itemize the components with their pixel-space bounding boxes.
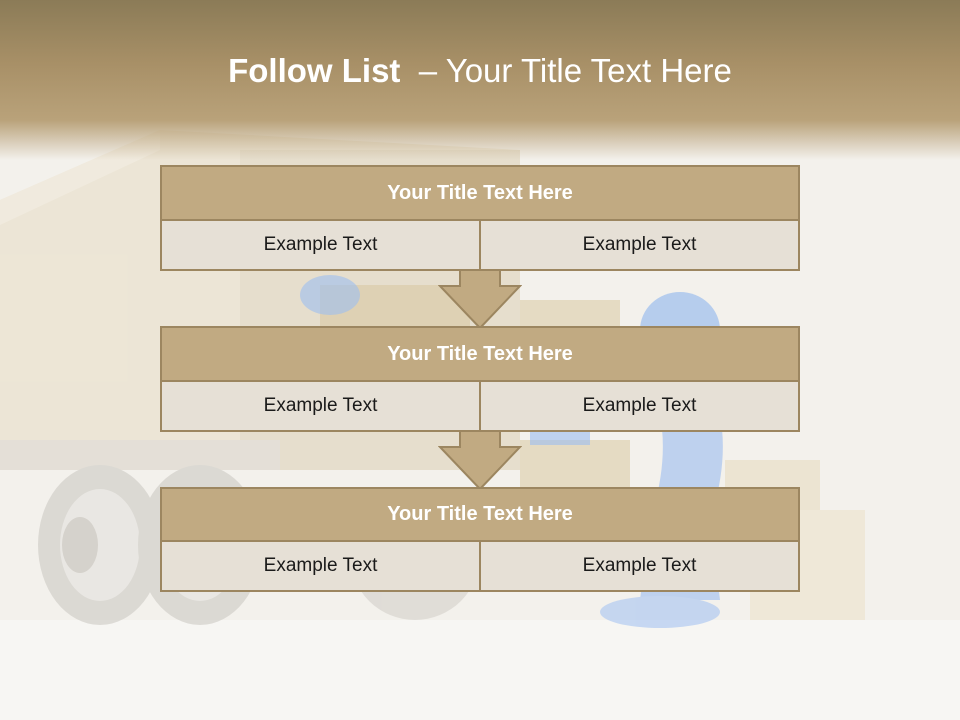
title-bold: Follow List: [228, 52, 401, 89]
slide-title: Follow List – Your Title Text Here: [0, 52, 960, 90]
block-cell-right: Example Text: [481, 542, 800, 592]
block-cell-left: Example Text: [160, 382, 481, 432]
block-row: Example Text Example Text: [160, 221, 800, 271]
title-bar: [0, 0, 960, 160]
block-title: Your Title Text Here: [160, 165, 800, 221]
down-arrow-icon: [438, 270, 522, 330]
list-block-2: Your Title Text Here Example Text Exampl…: [160, 326, 800, 432]
block-cell-right: Example Text: [481, 382, 800, 432]
title-rest: – Your Title Text Here: [418, 52, 732, 89]
block-title: Your Title Text Here: [160, 487, 800, 542]
list-block-3: Your Title Text Here Example Text Exampl…: [160, 487, 800, 592]
block-row: Example Text Example Text: [160, 382, 800, 432]
block-title: Your Title Text Here: [160, 326, 800, 382]
list-block-1: Your Title Text Here Example Text Exampl…: [160, 165, 800, 271]
block-cell-left: Example Text: [160, 542, 481, 592]
block-cell-left: Example Text: [160, 221, 481, 271]
block-row: Example Text Example Text: [160, 542, 800, 592]
down-arrow-icon: [438, 431, 522, 491]
block-cell-right: Example Text: [481, 221, 800, 271]
